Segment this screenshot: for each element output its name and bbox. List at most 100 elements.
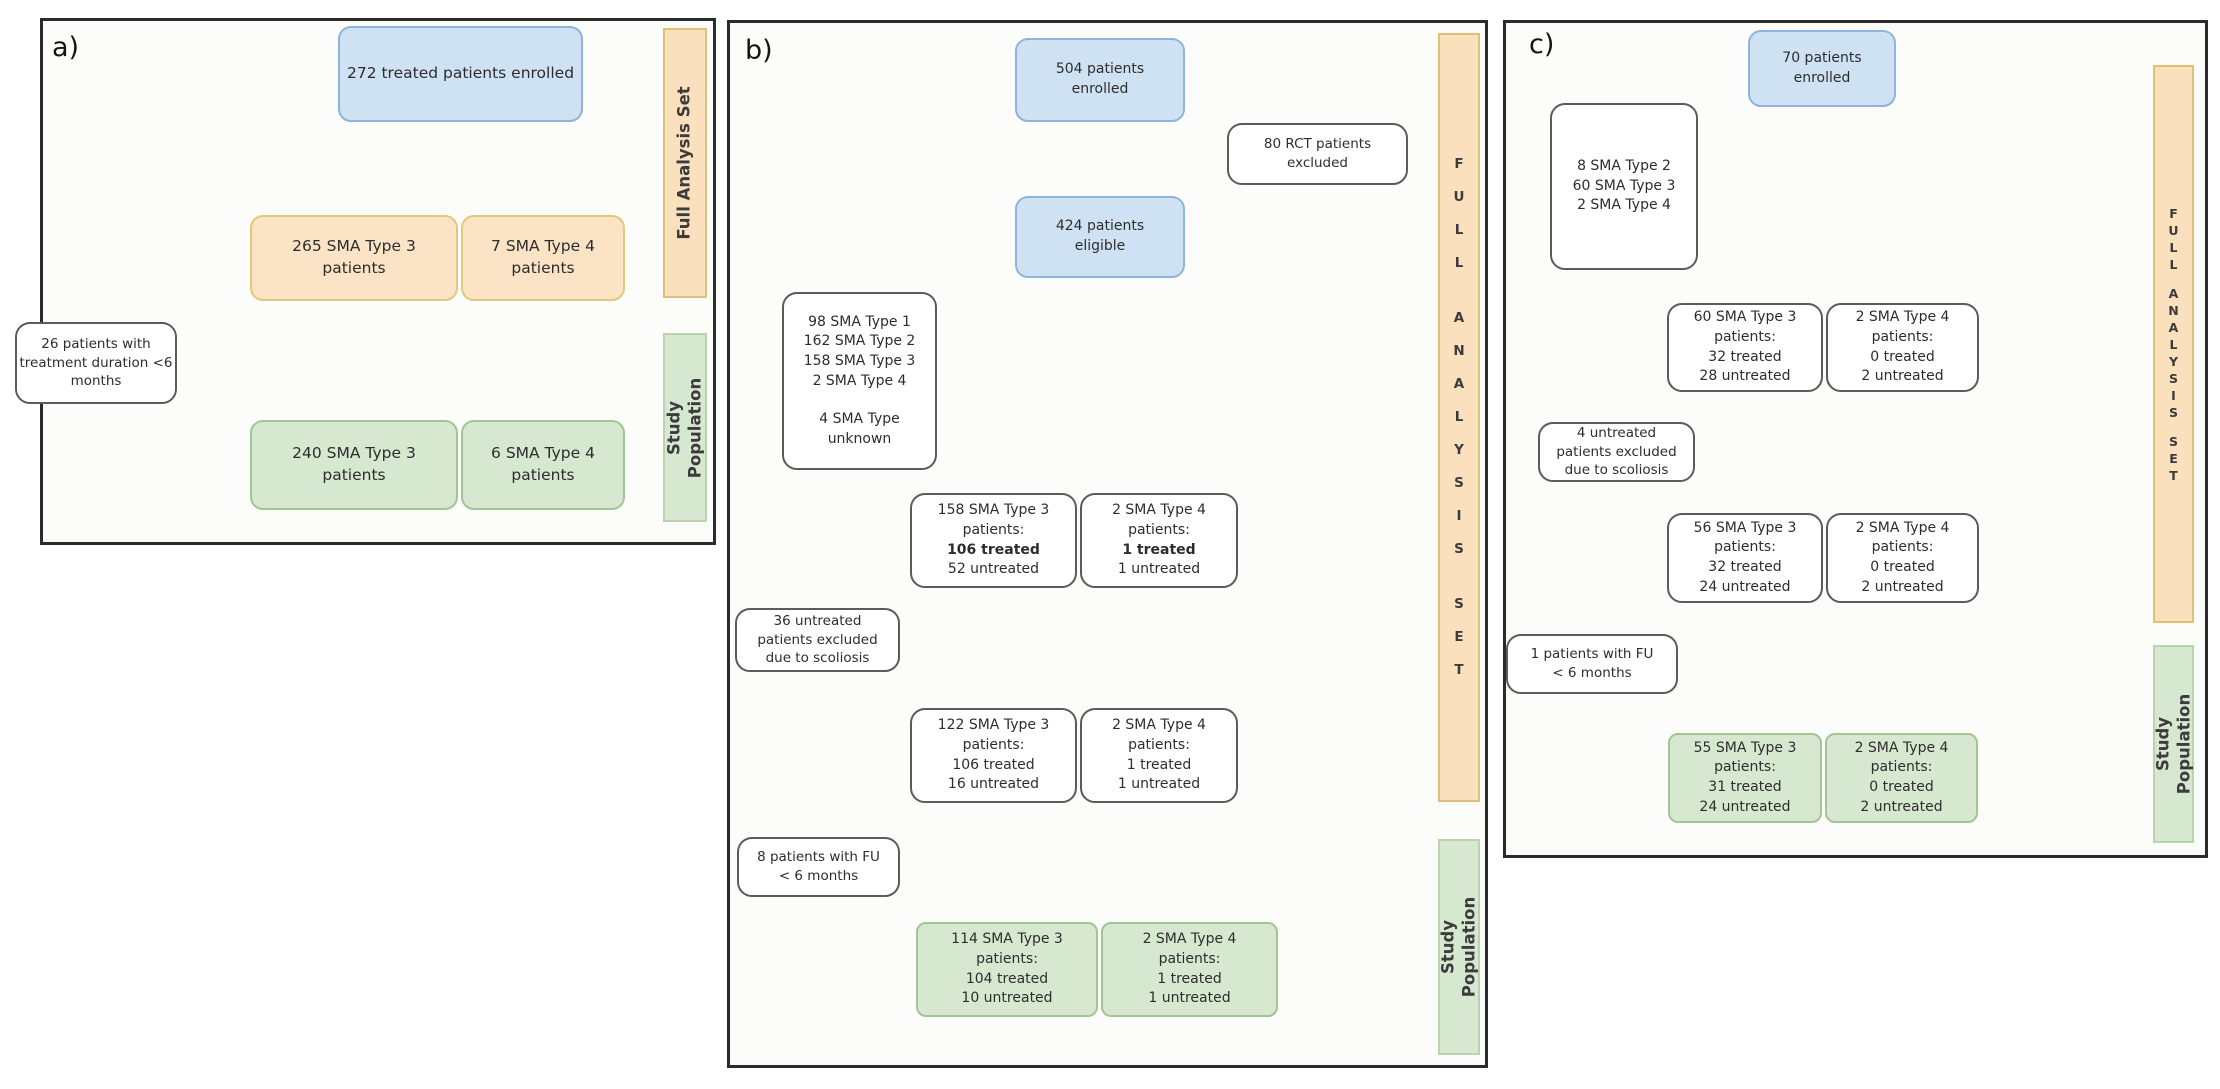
flow-box-line: 2 SMA Type 4	[1855, 309, 1950, 326]
flow-box-line: 106 treated	[947, 541, 1040, 558]
flow-box-line: 122 SMA Type 3	[937, 717, 1050, 734]
side-strip-letter: A	[1453, 376, 1465, 392]
flow-box-line: 1 patients with FU	[1530, 646, 1654, 663]
side-strip-label-line: Population	[685, 377, 704, 478]
flow-box-line: 80 RCT patients	[1263, 136, 1372, 153]
flow-box-line: 104 treated	[965, 970, 1049, 987]
side-strip-label-line: Population	[2173, 693, 2193, 795]
side-strip-letter: S	[2168, 433, 2178, 449]
flow-box-line: 52 untreated	[947, 561, 1040, 578]
flow-box-line: 158 SMA Type 3	[937, 502, 1050, 519]
flow-box-line: 424 patients	[1055, 218, 1145, 235]
side-strip-letter: Y	[1454, 442, 1464, 458]
side-strip-letter: L	[1454, 255, 1464, 271]
flow-box-line: 2 untreated	[1861, 578, 1944, 595]
side-strip-letter: F	[1454, 156, 1464, 172]
flow-box-b-p1l: 158 SMA Type 3 patients: 106 treated 52 unt…	[910, 493, 1077, 588]
side-strip-letter: U	[2168, 222, 2179, 238]
flow-box-line: 504 patients	[1055, 61, 1145, 78]
flow-box-c-blue: 70 patients enrolled	[1748, 30, 1896, 107]
flow-box-a-or1: 265 SMA Type 3 patients	[250, 215, 458, 301]
side-strip-letter: T	[1454, 662, 1464, 678]
flow-box-line: 60 SMA Type 3	[1693, 309, 1797, 326]
side-strip-letter: E	[1454, 629, 1464, 645]
flow-box-line: 265 SMA Type 3	[292, 237, 416, 256]
side-strip-letter: F	[2169, 205, 2178, 221]
flow-box-b-blue1: 504 patients enrolled	[1015, 38, 1185, 122]
flow-box-b-rct: 80 RCT patients excluded	[1227, 123, 1408, 185]
side-strip-letter: A	[1453, 310, 1465, 326]
side-strip-letter: L	[1454, 409, 1464, 425]
side-strip-label-line: Study	[664, 400, 684, 455]
flow-box-line: treatment duration <6	[19, 354, 173, 371]
flow-box-line: months	[70, 373, 122, 390]
flow-box-line: patients:	[1714, 759, 1776, 776]
side-strip-label-line: Study	[1438, 919, 1458, 975]
flow-box-line: 70 patients	[1782, 49, 1862, 66]
flow-box-line: 10 untreated	[961, 990, 1053, 1007]
flow-box-line: 2 SMA Type 4	[1577, 197, 1671, 214]
side-strip-letter: N	[2168, 302, 2179, 318]
flow-box-line: enrolled	[1793, 69, 1851, 86]
flow-box-line: 4 SMA Type	[819, 411, 900, 428]
flow-box-line: enrolled	[1071, 81, 1129, 97]
flow-box-b-p2r: 2 SMA Type 4 patients: 1 treated 1 untreate…	[1080, 708, 1238, 803]
flow-box-line: 2 SMA Type 4	[1112, 717, 1206, 734]
side-strip-label-line: Study	[2152, 716, 2172, 772]
flow-box-line: 1 untreated	[1117, 561, 1201, 578]
flow-box-line: patients:	[962, 521, 1025, 538]
flow-box-line: 1 untreated	[1117, 776, 1201, 793]
flow-box-line: 28 untreated	[1699, 368, 1791, 385]
flow-box-line: 7 SMA Type 4	[491, 237, 595, 256]
flow-box-line: patients	[511, 466, 575, 484]
flow-box-line: 114 SMA Type 3	[951, 931, 1063, 948]
flow-box-line: < 6 months	[1552, 665, 1632, 681]
flow-box-c-1: 1 patients with FU < 6 months	[1506, 634, 1678, 694]
flow-box-line: due to scoliosis	[765, 650, 870, 667]
flow-box-line: patients:	[1158, 950, 1221, 967]
flow-box-line: 31 treated	[1708, 779, 1782, 795]
flow-box-line: patients:	[962, 736, 1025, 753]
flow-box-line: patients:	[1871, 328, 1934, 345]
flow-box-line: 32 treated	[1708, 559, 1782, 575]
side-strip-letter: L	[2169, 256, 2178, 272]
side-strip-letter: I	[1456, 508, 1462, 524]
side-strip-letter: S	[2168, 404, 2178, 420]
flow-box-line: 2 SMA Type 4	[1855, 519, 1950, 536]
flow-box-line: 98 SMA Type 1	[808, 313, 911, 330]
flow-box-line: excluded	[1287, 155, 1348, 171]
flow-box-line: unknown	[827, 430, 892, 447]
flow-box-line: 1 treated	[1126, 756, 1192, 773]
flow-box-b-8: 8 patients with FU< 6 months	[737, 837, 900, 897]
flow-box-line: patients:	[1128, 736, 1190, 753]
flow-box-line: 36 untreated	[773, 612, 862, 629]
flow-box-line: 8 SMA Type 2	[1577, 158, 1671, 175]
flow-box-line: 55 SMA Type 3	[1693, 739, 1797, 756]
flow-box-line: patients	[322, 259, 386, 277]
flow-box-line: 2 untreated	[1860, 798, 1943, 815]
side-strip-letter: S	[1454, 596, 1464, 612]
side-strip-letter: I	[2171, 387, 2176, 403]
flow-box-line: 24 untreated	[1699, 798, 1791, 815]
side-strip-letter: A	[2168, 319, 2179, 335]
flow-box-line: 2 untreated	[1861, 368, 1944, 385]
flow-box-line: 162 SMA Type 2	[803, 333, 916, 350]
